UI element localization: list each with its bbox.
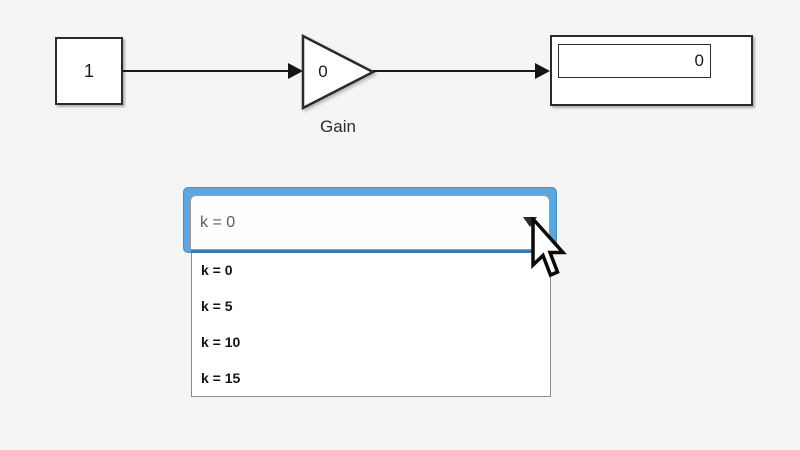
dropdown-option-k5[interactable]: k = 5 bbox=[201, 298, 233, 314]
dropdown-caret-icon[interactable] bbox=[523, 217, 537, 227]
wire-arrowhead-icon bbox=[535, 63, 550, 79]
wire-constant-to-gain bbox=[123, 70, 289, 72]
display-readout: 0 bbox=[558, 44, 711, 78]
gain-dropdown-combobox[interactable]: k = 0 bbox=[190, 195, 550, 250]
dropdown-selected-value: k = 0 bbox=[200, 213, 236, 231]
gain-value: 0 bbox=[318, 62, 328, 81]
wire-arrowhead-icon bbox=[288, 63, 303, 79]
dropdown-divider bbox=[191, 250, 552, 253]
display-block[interactable]: 0 bbox=[550, 35, 753, 106]
constant-value: 1 bbox=[83, 60, 94, 81]
dropdown-option-list: k = 0 k = 5 k = 10 k = 15 bbox=[191, 252, 551, 397]
dropdown-option-k10[interactable]: k = 10 bbox=[201, 334, 241, 350]
dropdown-option-k0[interactable]: k = 0 bbox=[201, 262, 233, 278]
constant-block[interactable]: 1 bbox=[55, 37, 123, 105]
display-value: 0 bbox=[694, 51, 704, 70]
gain-block[interactable] bbox=[300, 34, 376, 110]
gain-block-label: Gain bbox=[320, 117, 356, 136]
dropdown-option-k15[interactable]: k = 15 bbox=[201, 370, 241, 386]
mouse-cursor-icon bbox=[531, 217, 567, 278]
wire-gain-to-display bbox=[373, 70, 535, 72]
